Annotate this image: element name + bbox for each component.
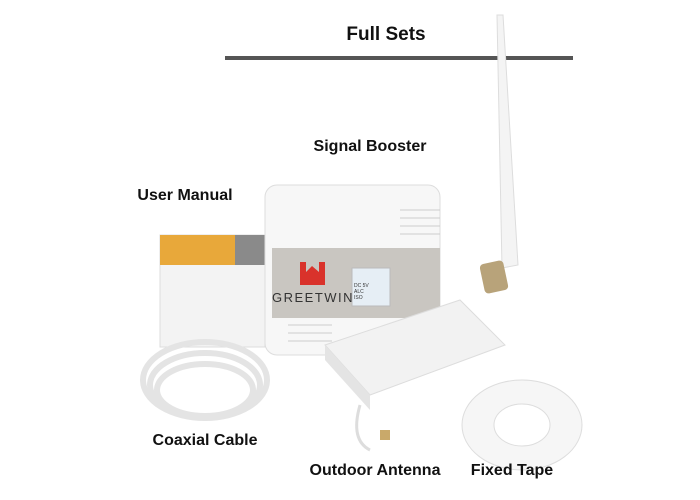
label-user-manual: User Manual xyxy=(137,187,233,204)
lcd-line: ISO xyxy=(354,295,363,301)
lcd-line: ALC xyxy=(354,289,364,295)
coaxial-cable xyxy=(140,339,270,421)
page-title: Full Sets xyxy=(346,24,426,45)
label-fixed-tape: Fixed Tape xyxy=(470,462,554,479)
device-brand: GREETWIN xyxy=(272,290,355,305)
whip-antenna xyxy=(479,14,519,294)
label-coaxial-cable: Coaxial Cable xyxy=(152,432,258,449)
label-signal-booster: Signal Booster xyxy=(313,138,427,155)
label-outdoor-antenna: Outdoor Antenna xyxy=(309,462,441,479)
lcd-lines: DC 5V ALC ISO xyxy=(354,283,369,301)
title-rule xyxy=(225,56,573,60)
greetwin-logo-icon xyxy=(300,262,325,285)
fixed-tape xyxy=(461,379,583,471)
lcd-line: DC 5V xyxy=(354,283,369,289)
signal-booster-device xyxy=(264,184,441,356)
user-manual xyxy=(159,234,266,348)
lcd-display xyxy=(351,267,391,307)
outdoor-antenna xyxy=(324,299,506,452)
